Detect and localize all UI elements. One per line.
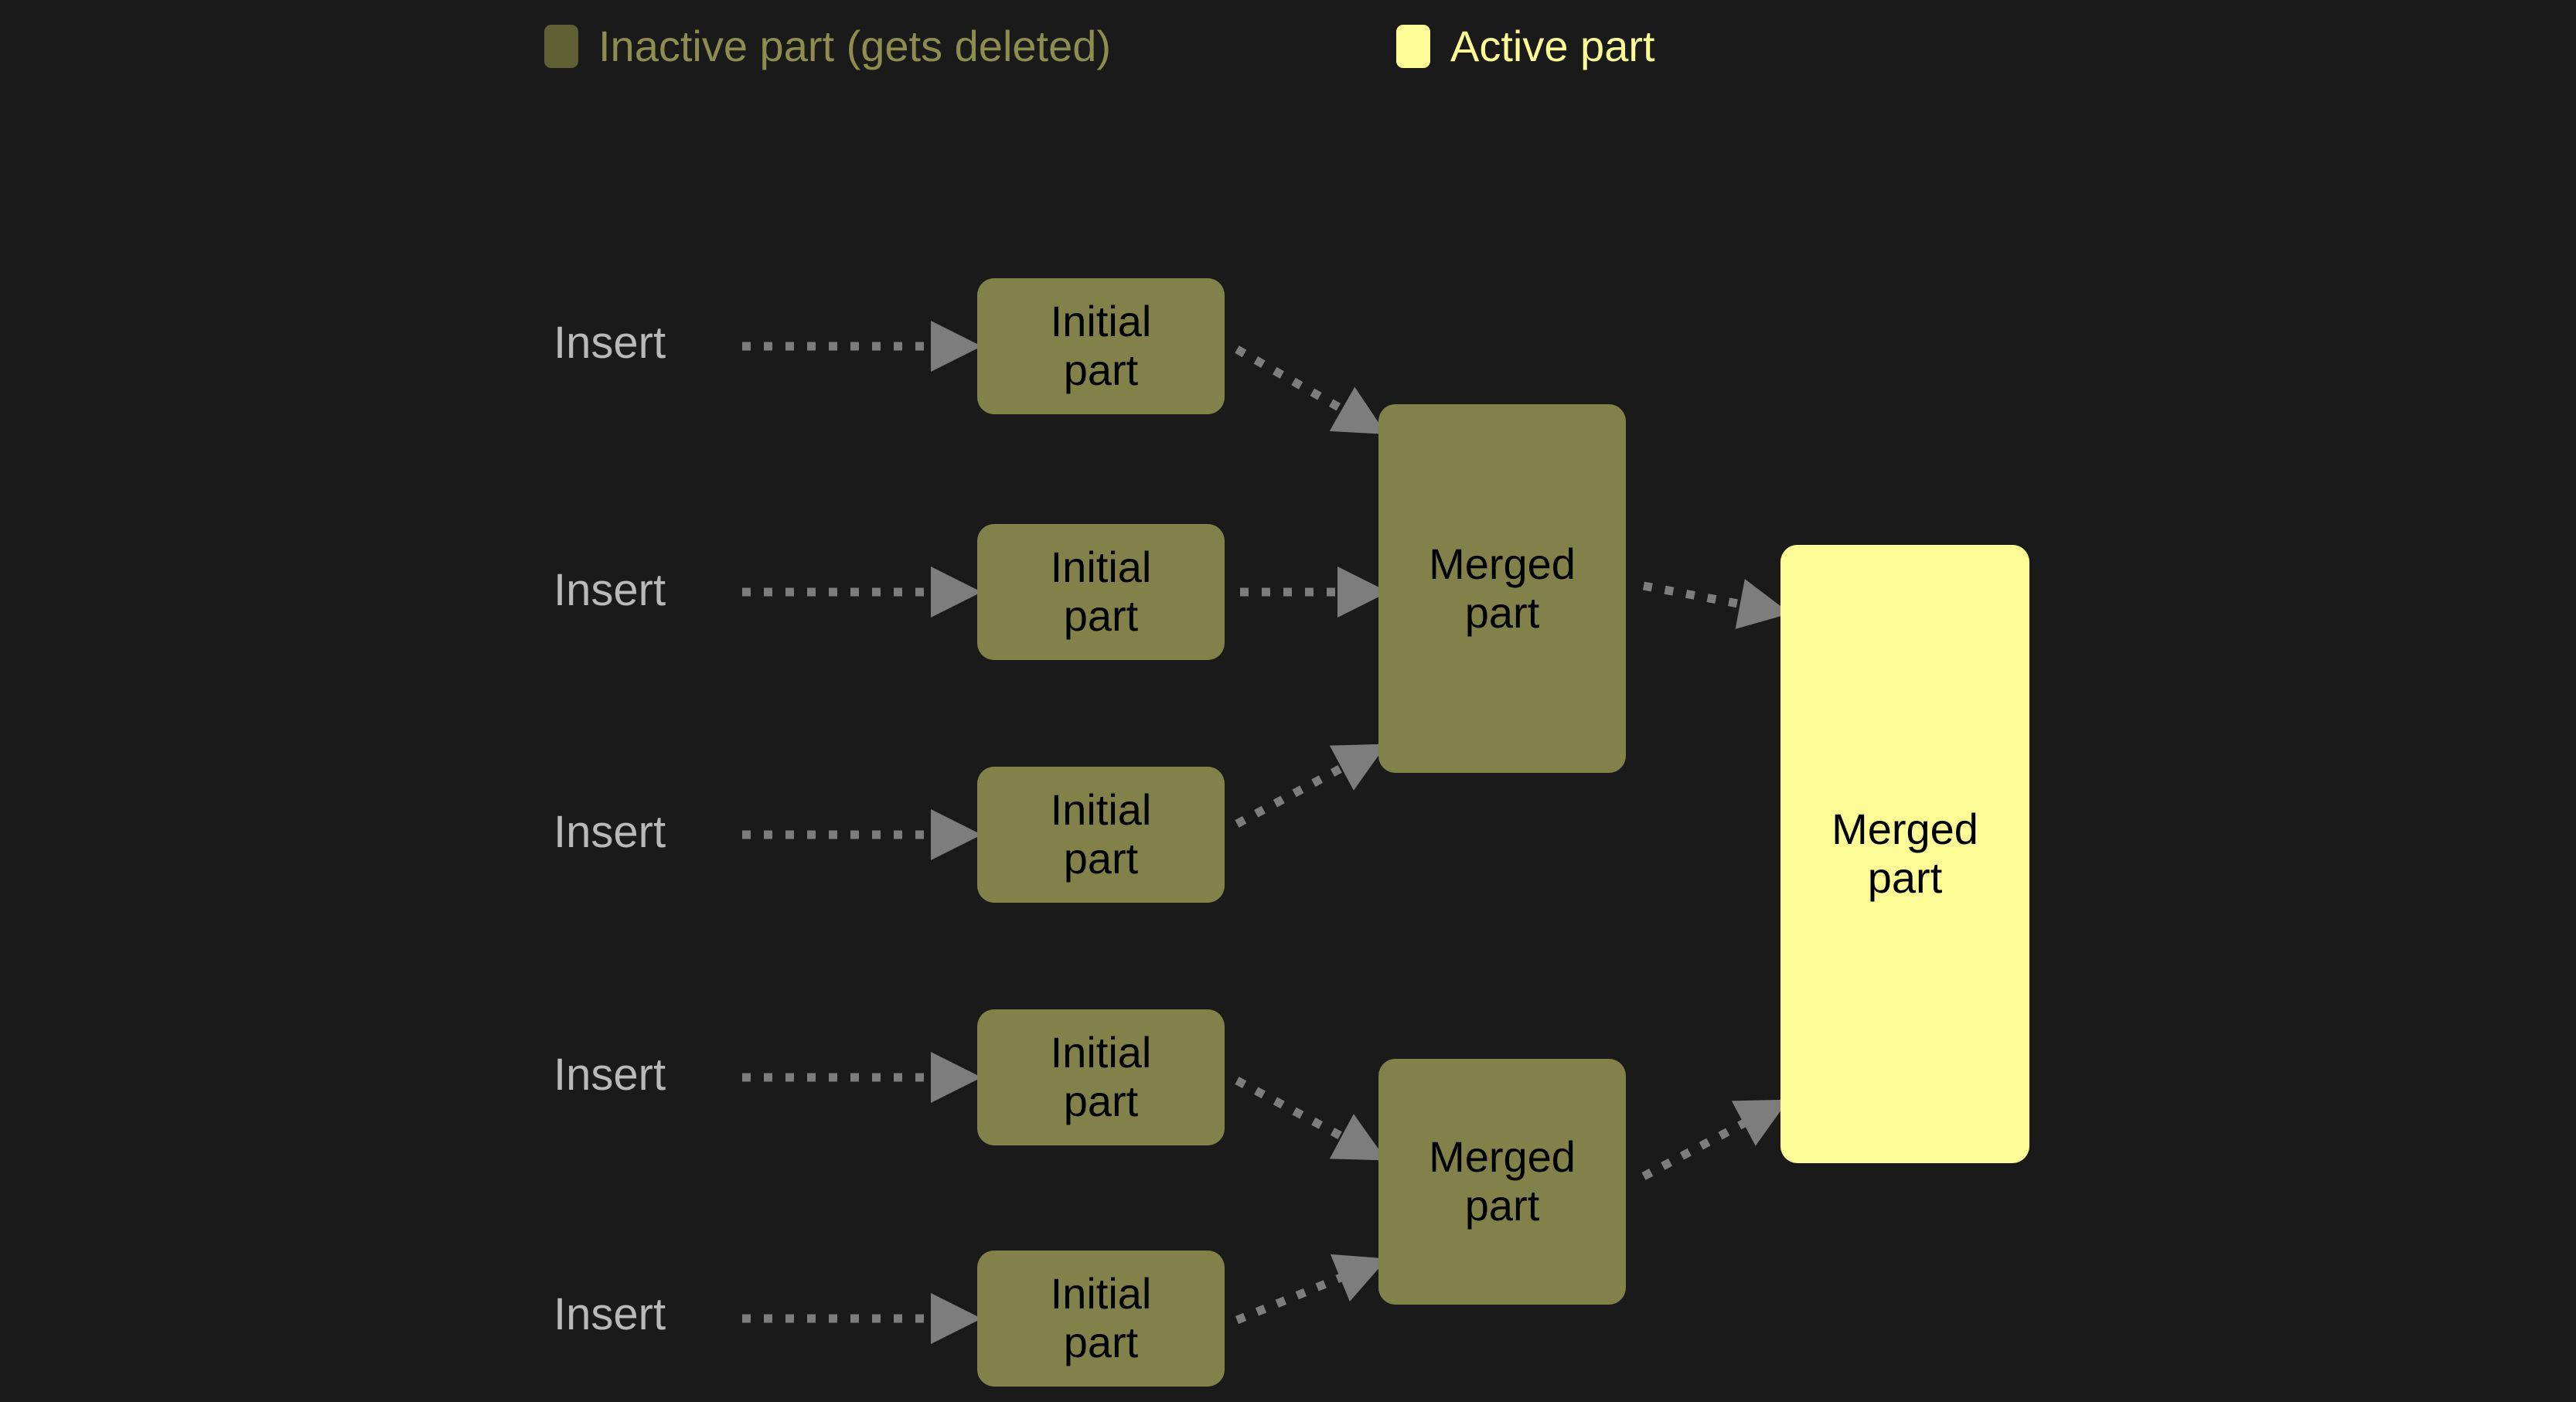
node-label: Merged part (1831, 805, 1978, 902)
node-merged-bottom: Merged part (1378, 1059, 1626, 1305)
edge-merged-bottom-to-merged-final (1641, 1099, 1789, 1180)
legend-swatch-inactive-icon (544, 25, 578, 68)
legend-label-active: Active part (1450, 22, 1655, 70)
node-initial-5: Initial part (977, 1251, 1225, 1387)
node-label: Initial part (1050, 543, 1152, 640)
edge-initial-5-to-merged-bottom (1235, 1254, 1388, 1325)
node-label: Merged part (1429, 1132, 1576, 1230)
legend-swatch-active-icon (1396, 25, 1430, 68)
node-merged-final: Merged part (1780, 545, 2029, 1163)
node-initial-1: Initial part (977, 278, 1225, 414)
legend: Inactive part (gets deleted) Active part (0, 0, 2576, 93)
node-label: Initial part (1050, 297, 1152, 394)
insert-label: Insert (554, 565, 666, 615)
edge-initial-3-to-merged-top (1235, 744, 1387, 828)
edge-initial-1-to-merged-top (1235, 345, 1387, 434)
node-merged-top: Merged part (1378, 404, 1626, 773)
node-label: Initial part (1050, 1028, 1152, 1125)
node-label: Initial part (1050, 1269, 1152, 1366)
node-label: Initial part (1050, 785, 1152, 883)
legend-item-active: Active part (1396, 25, 1655, 68)
node-initial-4: Initial part (977, 1009, 1225, 1145)
insert-label: Insert (554, 1050, 666, 1100)
legend-item-inactive: Inactive part (gets deleted) (544, 25, 1111, 68)
edge-merged-top-to-merged-final (1642, 579, 1791, 629)
insert-label: Insert (554, 807, 666, 857)
node-initial-2: Initial part (977, 524, 1225, 660)
node-initial-3: Initial part (977, 767, 1225, 903)
legend-label-inactive: Inactive part (gets deleted) (598, 22, 1112, 70)
insert-label: Insert (554, 1289, 666, 1339)
node-label: Merged part (1429, 539, 1576, 637)
insert-label: Insert (554, 318, 666, 368)
edge-initial-4-to-merged-bottom (1235, 1077, 1387, 1161)
